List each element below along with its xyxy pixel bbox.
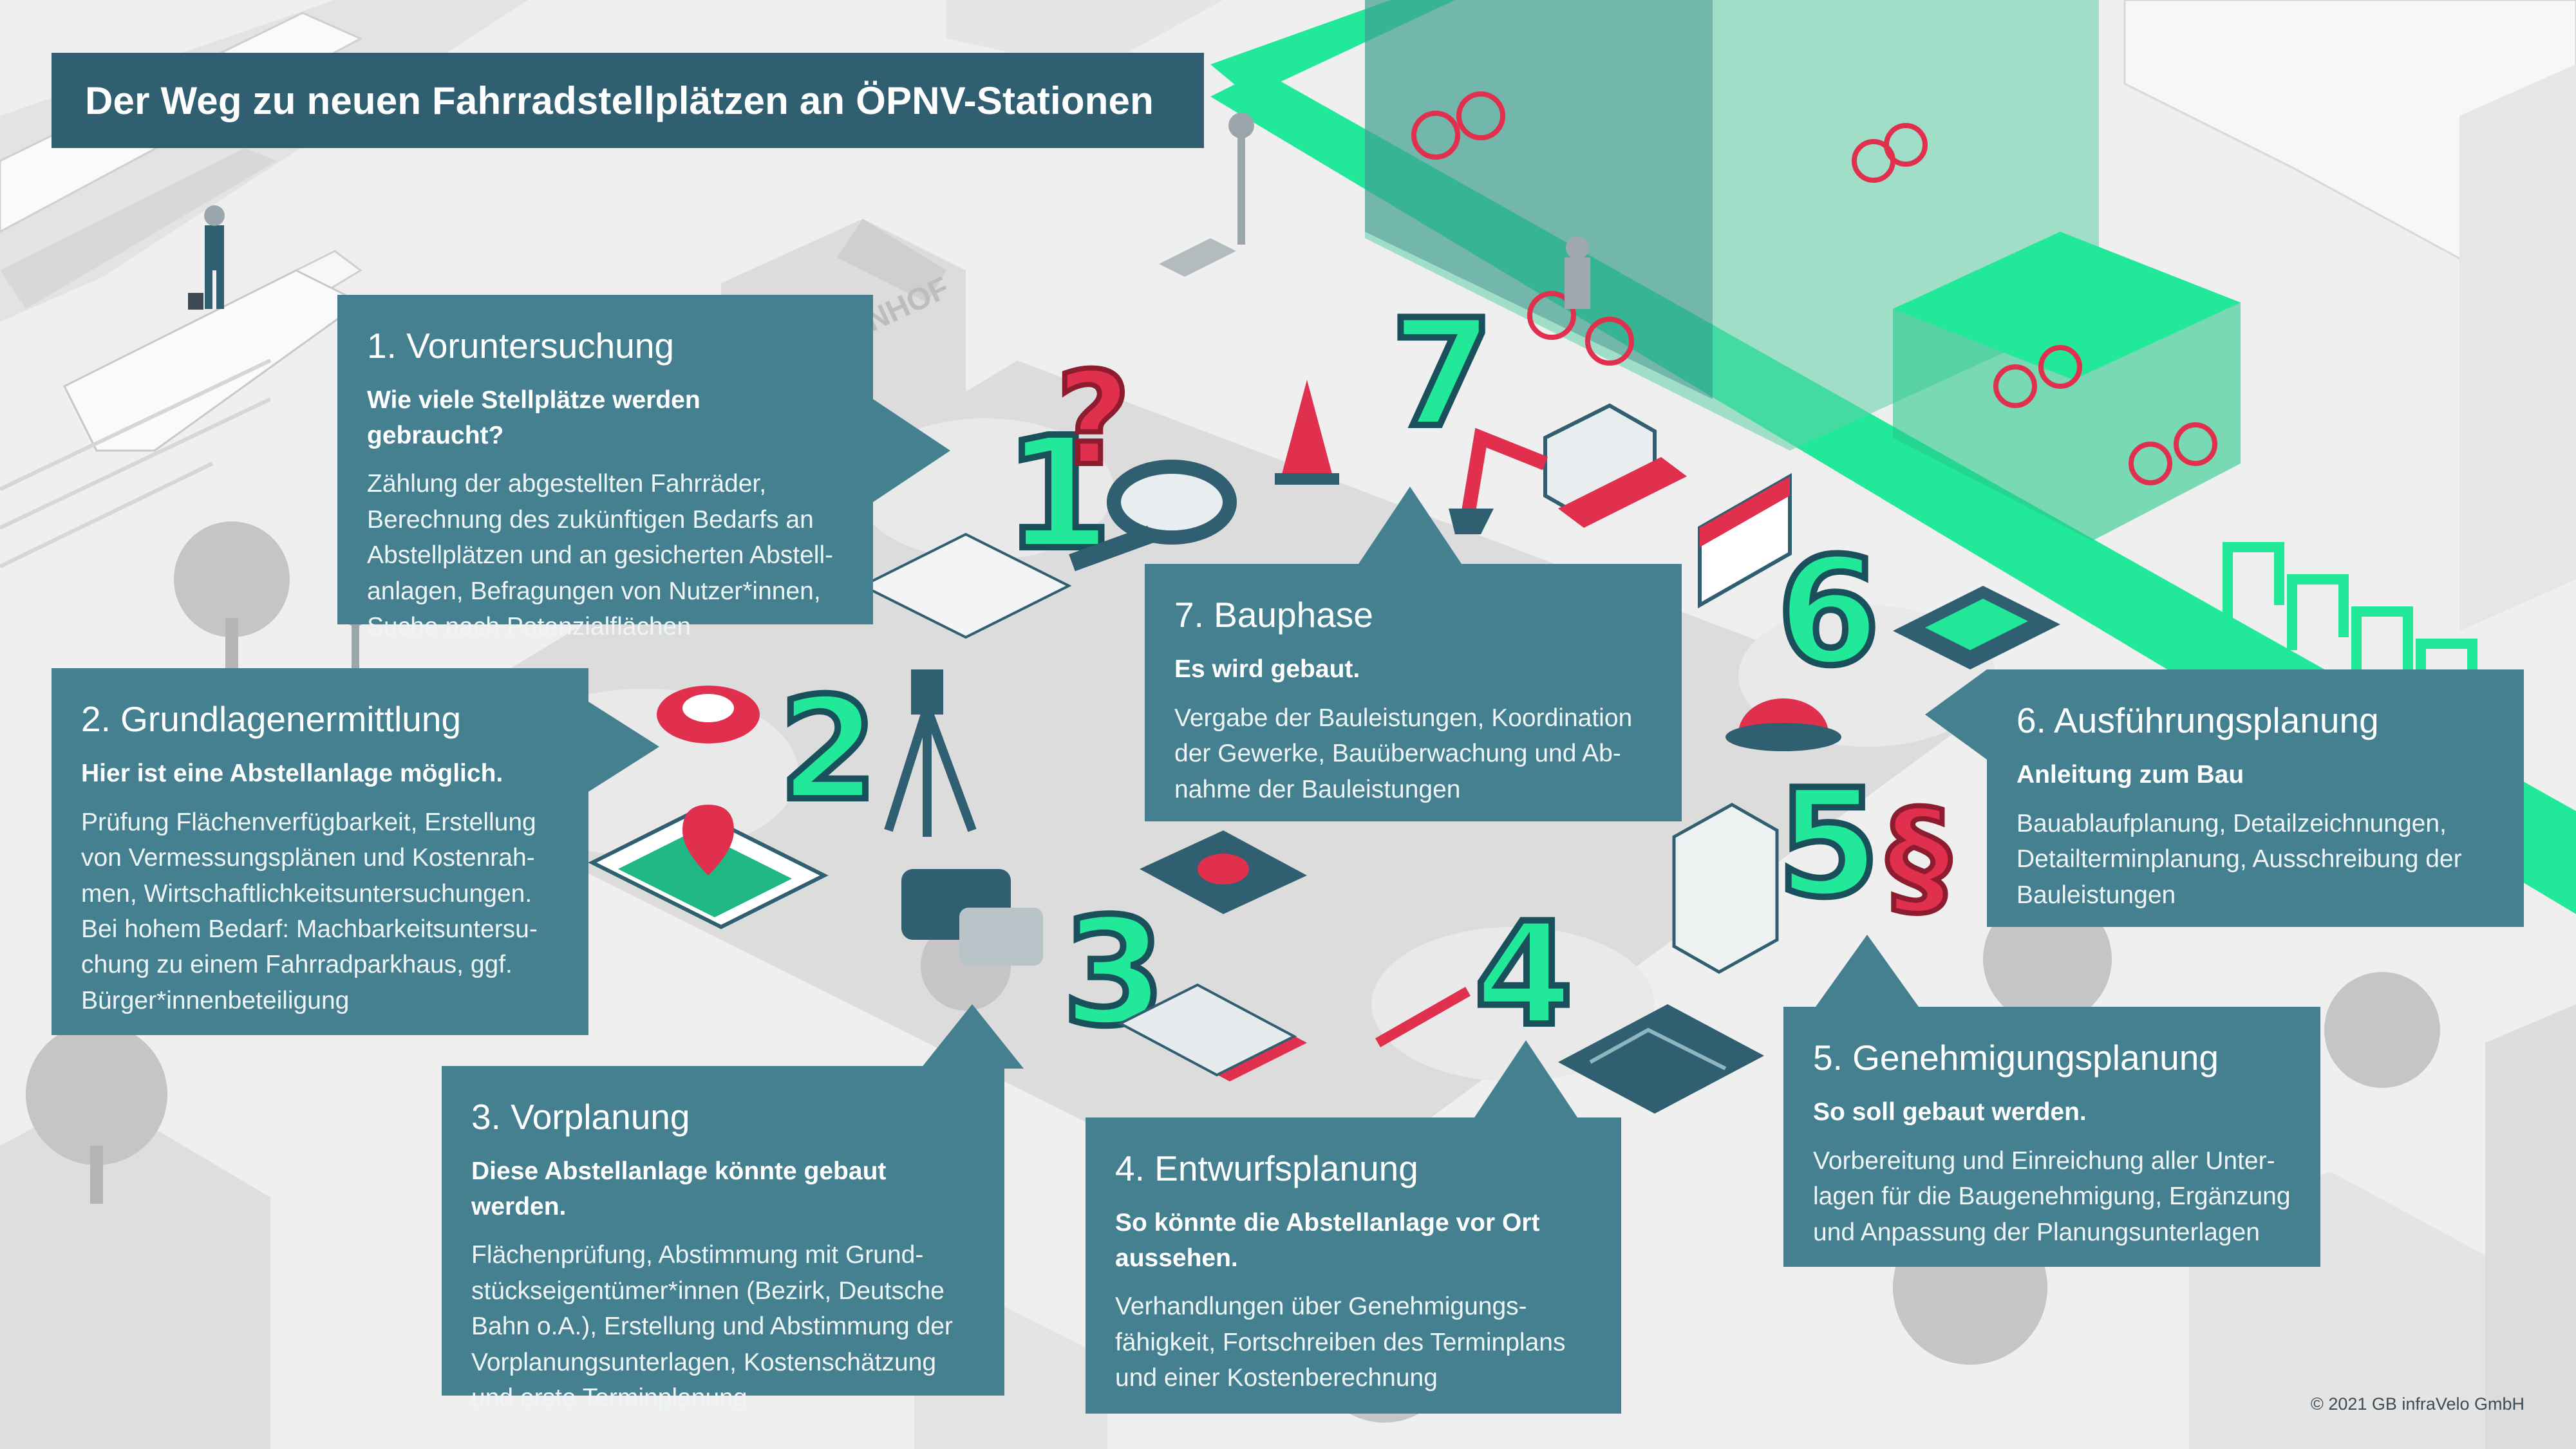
paragraph-icon: § (1886, 782, 1951, 932)
calendar-icon (1698, 472, 1792, 609)
step-7-illustration: 7 (1275, 285, 1687, 534)
step-title: 4. Entwurfsplanung (1115, 1148, 1418, 1188)
copyright-icon: © (2310, 1394, 2324, 1414)
copyright-notice: © 2021 GB infraVelo GmbH (2311, 1394, 2524, 1414)
certificate-scroll-icon (1672, 803, 1779, 974)
step-subtitle: Hier ist eine Abstellanlage möglich. (81, 760, 503, 788)
svg-text:2: 2 (779, 667, 878, 832)
step-3-illustration: 3 (901, 830, 1307, 1081)
step-3-pointer (921, 1004, 1024, 1069)
money-stack-icon (1140, 830, 1307, 914)
copyright-text: 2021 GB infraVelo GmbH (2328, 1394, 2524, 1414)
step-4-illustration: 4 (1375, 889, 1764, 1114)
step-description: Vorbereitung und Einreichung aller Unter… (1813, 1146, 2291, 1246)
surveying-tripod-icon (884, 706, 977, 837)
pen-icon (1375, 987, 1471, 1047)
map-icon (860, 532, 1072, 639)
step-title: 5. Genehmigungsplanung (1813, 1038, 2219, 1078)
step-1-pointer (873, 399, 950, 502)
traffic-cone-icon (1281, 380, 1333, 476)
bicycle-icon (1411, 91, 2217, 485)
step-4-pointer (1474, 1040, 1577, 1117)
magnifier-icon (1107, 460, 1237, 545)
step-subtitle: Wie viele Stellplätze werden gebraucht? (367, 386, 700, 449)
documents-icon (1117, 983, 1307, 1081)
excavator-icon (1449, 403, 1687, 534)
hard-hat-icon (1725, 698, 1841, 751)
bike-parking-garage-icon (1365, 0, 2241, 541)
step-description: Verhandlungen über Genehmigungs-fähigkei… (1115, 1293, 1566, 1392)
step-3-vorplanung-box: 3. Vorplanung Diese Abstellanlage könnte… (442, 1066, 1004, 1412)
question-mark-icon: ? (1056, 344, 1131, 494)
step-description: Bauablaufplanung, Detailzeichnungen, Det… (2017, 809, 2462, 909)
commuter-person-icon (188, 205, 225, 310)
step-description: Prüfung Flächenverfügbarkeit, Erstellung… (81, 808, 538, 1014)
step-5-illustration: 5 § (1672, 755, 1953, 974)
step-7-pointer (1359, 487, 1462, 564)
step-description: Vergabe der Bauleistungen, Koordination … (1174, 704, 1633, 803)
svg-text:5: 5 (1777, 758, 1880, 930)
step-title: 2. Grundlagenermittlung (81, 699, 462, 739)
step-2-pointer (588, 702, 659, 792)
step-4-entwurfsplanung-box: 4. Entwurfsplanung So könnte die Abstell… (1086, 1117, 1621, 1414)
step-5-genehmigungsplanung-box: 5. Genehmigungsplanung So soll gebaut we… (1783, 1007, 2320, 1267)
step-1-voruntersuchung-box: 1. Voruntersuchung Wie viele Stellplätze… (337, 295, 873, 640)
step-6-pointer (1925, 669, 1987, 760)
step-description: Flächenprüfung, Abstimmung mit Grund-stü… (471, 1241, 953, 1412)
step-7-bauphase-box: 7. Bauphase Es wird gebaut. Vergabe der … (1145, 564, 1682, 821)
step-2-illustration: 2 (588, 664, 977, 930)
cyclist-icon (1527, 236, 1634, 366)
step-title: 7. Bauphase (1174, 595, 1373, 635)
step-subtitle: So könnte die Abstellanlage vor Ort auss… (1115, 1209, 1540, 1272)
step-subtitle: Anleitung zum Bau (2017, 761, 2244, 789)
speech-bubbles-icon (901, 869, 1043, 966)
step-subtitle: Es wird gebaut. (1174, 655, 1360, 684)
step-6-ausfuehrungsplanung-box: 6. Ausführungsplanung Anleitung zum Bau … (1987, 669, 2524, 927)
step-1-illustration: 1 ? (860, 342, 1237, 639)
step-2-grundlagenermittlung-box: 2. Grundlagenermittlung Hier ist eine Ab… (52, 668, 588, 1035)
step-6-illustration: 6 (1698, 472, 2060, 751)
page-title: Der Weg zu neuen Fahrradstellplätzen an … (52, 53, 1204, 148)
step-subtitle: Diese Abstellanlage könnte gebaut werden… (471, 1157, 887, 1220)
svg-text:4: 4 (1474, 892, 1573, 1057)
step-5-pointer (1816, 935, 1919, 1007)
step-subtitle: So soll gebaut werden. (1813, 1098, 2087, 1126)
step-description: Zählung der abgestellten Fahrräder, Bere… (367, 470, 834, 640)
location-pin-map-icon (618, 830, 792, 917)
step-title: 3. Vorplanung (471, 1097, 690, 1137)
svg-text:6: 6 (1777, 527, 1880, 698)
step-title: 1. Voruntersuchung (367, 326, 675, 366)
step-title: 6. Ausführungsplanung (2017, 700, 2379, 740)
blueprint-icon (1558, 1004, 1764, 1114)
